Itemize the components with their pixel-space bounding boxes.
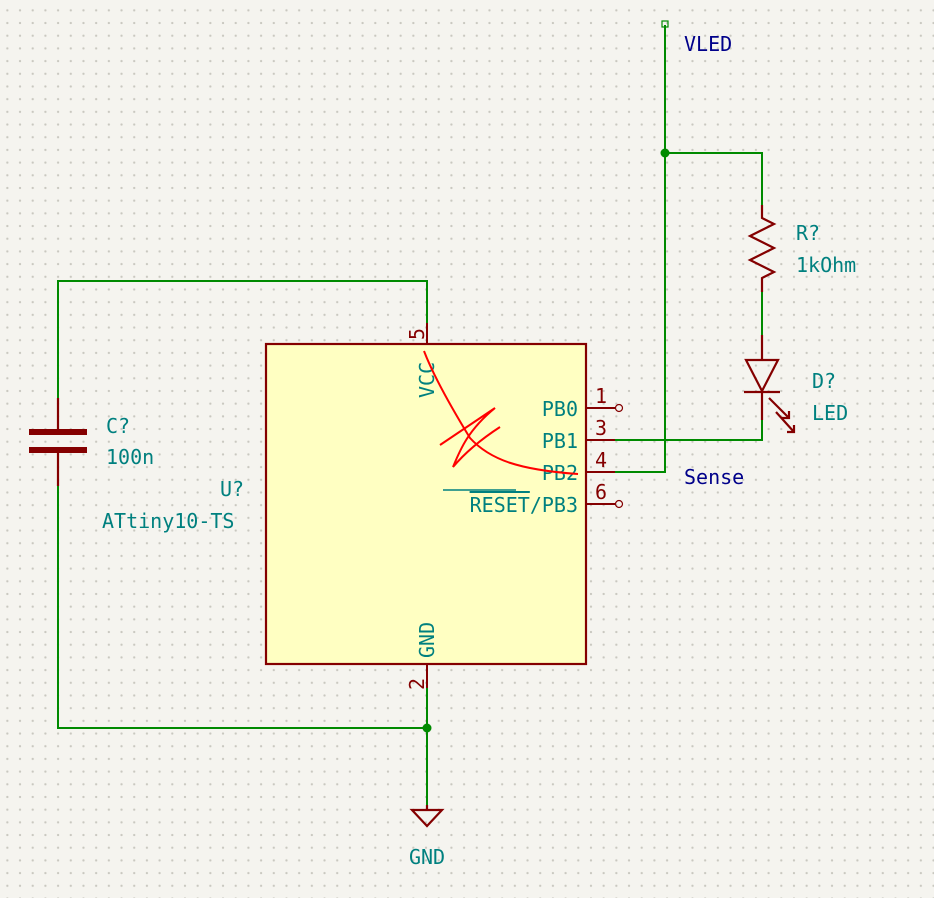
pin-gnd-name: GND — [415, 622, 439, 658]
capacitor-reference: C? — [106, 414, 130, 438]
pin-pb0-name: PB0 — [542, 397, 578, 421]
pin-pb3-name-suffix: /PB3 — [530, 493, 578, 517]
led-value: LED — [812, 401, 848, 425]
pin-pb2-number: 4 — [595, 448, 607, 472]
resistor[interactable]: R? 1kOhm — [747, 205, 856, 292]
label-connector — [661, 20, 669, 28]
capacitor[interactable]: C? 100n — [29, 398, 154, 486]
gnd-power-symbol[interactable]: GND — [409, 805, 445, 869]
net-label-sense[interactable]: Sense — [684, 465, 744, 489]
mcu-reference: U? — [220, 477, 244, 501]
wire-gnd-loop[interactable] — [57, 486, 427, 729]
mcu-value: ATtiny10-TS — [102, 509, 234, 533]
wire-vled-vertical[interactable] — [615, 25, 666, 473]
red-annotation-scribble — [423, 350, 579, 475]
pin-vcc-number: 5 — [405, 328, 429, 340]
wire-vcc-loop[interactable] — [57, 280, 428, 398]
led-triangle — [744, 358, 780, 394]
pin-pb1-number: 3 — [595, 416, 607, 440]
led[interactable]: D? LED — [744, 335, 848, 434]
wires — [57, 20, 763, 805]
junction-dot — [422, 723, 432, 733]
mcu-symbol[interactable]: U? ATtiny10-TS 5 VCC GND 2 1 PB0 3 PB1 4… — [102, 323, 624, 690]
led-reference: D? — [812, 369, 836, 393]
pin-pb0-unconnected — [614, 403, 624, 413]
pin-gnd-number: 2 — [405, 678, 429, 690]
net-label-vled[interactable]: VLED — [684, 32, 732, 56]
mcu-body — [264, 342, 588, 666]
wire-pb1-led[interactable] — [615, 420, 763, 441]
capacitor-plate-top — [29, 429, 87, 435]
resistor-reference: R? — [796, 221, 820, 245]
led-arrow-2 — [775, 411, 796, 434]
pin-pb3-name-overbar: RESET — [470, 493, 530, 517]
capacitor-plate-bottom — [29, 447, 87, 453]
pin-pb3-number: 6 — [595, 480, 607, 504]
pin-pb1-name: PB1 — [542, 429, 578, 453]
led-arrow-1 — [768, 397, 791, 420]
pin-pb3-unconnected — [614, 499, 624, 509]
pin-vcc-name: VCC — [415, 362, 439, 398]
junction-dot — [660, 148, 670, 158]
pin-pb0-number: 1 — [595, 384, 607, 408]
capacitor-value: 100n — [106, 445, 154, 469]
pin-pb3-name: RESET/PB3 — [470, 493, 578, 517]
resistor-value: 1kOhm — [796, 253, 856, 277]
wire-resistor-top[interactable] — [665, 152, 763, 205]
gnd-label: GND — [409, 845, 445, 869]
